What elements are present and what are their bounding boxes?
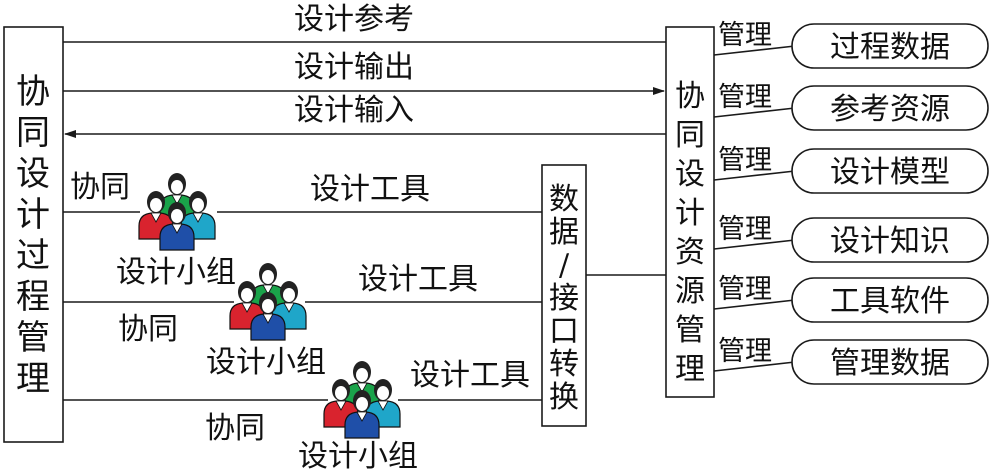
design-reference-label: 设计参考 (294, 2, 414, 37)
design-output-label: 设计输出 (294, 50, 414, 85)
resource-label: 过程数据 (830, 30, 950, 65)
group3-tool-label: 设计工具 (410, 358, 530, 393)
manage-link-line (713, 107, 796, 118)
person-icon (344, 390, 380, 439)
interface-conversion-box (541, 164, 587, 427)
group1-team-icon (138, 173, 216, 251)
team-icons (138, 173, 401, 439)
group1-tool-label: 设计工具 (310, 172, 430, 207)
interface-conversion-label: 数据/接口转换 (549, 182, 579, 415)
group3-collab-label: 协同 (205, 411, 265, 446)
manage-label: 管理 (718, 274, 772, 305)
resource-box (791, 148, 989, 194)
manage-link-line (713, 170, 796, 181)
resource-item: 管理 设计模型 (713, 145, 989, 194)
resource-management-label: 协同设计资源管理 (675, 79, 705, 387)
resource-label: 设计模型 (830, 155, 950, 190)
group2-team-icon (229, 263, 307, 341)
resource-item: 管理 参考资源 (713, 82, 989, 131)
manage-link-line (713, 361, 796, 372)
resource-box (791, 217, 989, 263)
group2-collab-label: 协同 (118, 312, 178, 347)
manage-label: 管理 (718, 336, 772, 367)
group1-collab-label: 协同 (70, 170, 130, 205)
resource-label: 参考资源 (830, 92, 950, 127)
group2-tool-label: 设计工具 (358, 262, 478, 297)
group3-team-icon (323, 361, 401, 439)
manage-link-line (713, 299, 796, 310)
manage-label: 管理 (718, 145, 772, 176)
resource-item: 管理 过程数据 (713, 20, 989, 69)
manage-link-line (713, 45, 796, 56)
process-management-box (3, 26, 64, 443)
process-management-label: 协同设计过程管理 (16, 72, 50, 399)
group1-team-label: 设计小组 (116, 255, 236, 290)
resource-label: 管理数据 (830, 346, 950, 381)
person-icon (159, 202, 195, 251)
manage-label: 管理 (718, 214, 772, 245)
resource-item: 管理 管理数据 (713, 336, 989, 385)
resource-box (791, 85, 989, 131)
manage-label: 管理 (718, 82, 772, 113)
resource-management-box (665, 26, 715, 398)
design-input-label: 设计输入 (294, 93, 414, 128)
manage-label: 管理 (718, 20, 772, 51)
manage-link-line (713, 239, 796, 250)
resource-box (791, 277, 989, 323)
resource-label: 设计知识 (830, 224, 950, 259)
resource-box (791, 339, 989, 385)
person-icon (250, 292, 286, 341)
resource-item: 管理 工具软件 (713, 274, 989, 323)
group2-team-label: 设计小组 (206, 345, 326, 380)
group3-team-label: 设计小组 (298, 439, 418, 474)
resource-item: 管理 设计知识 (713, 214, 989, 263)
resource-tree: 管理过程数据管理参考资源管理设计模型管理设计知识管理工具软件管理管理数据 (713, 20, 989, 385)
person-icon (323, 379, 359, 428)
resource-label: 工具软件 (830, 284, 950, 319)
person-icon (229, 281, 265, 330)
resource-box (791, 23, 989, 69)
